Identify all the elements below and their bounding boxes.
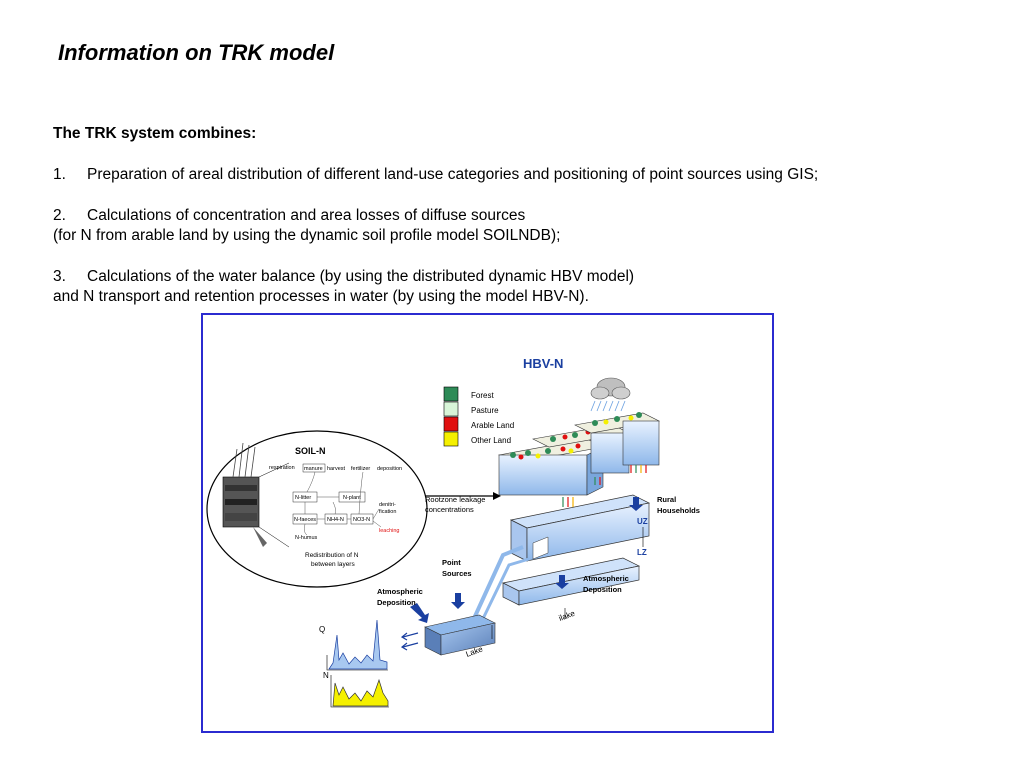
rootzone-label-2: concentrations	[425, 505, 474, 514]
outflow-arrows	[400, 632, 419, 651]
soil-n-humus: N-humus	[295, 535, 318, 541]
rural-label-2: Households	[657, 506, 700, 515]
uz-label: UZ	[637, 517, 648, 526]
soil-fertilizer: fertilizer	[351, 466, 370, 472]
soil-n-plant: N-plant	[343, 495, 361, 501]
atmospheric-label-2: Deposition	[377, 598, 416, 607]
legend-swatch-pasture	[443, 401, 459, 417]
soil-deposition: deposition	[377, 466, 402, 472]
point-sources-label-1: Point	[442, 558, 461, 567]
intro-text: The TRK system combines:	[53, 125, 257, 142]
list-number: 3.	[53, 268, 66, 285]
soil-no3: NO3-N	[353, 517, 370, 523]
hydrograph-n: N	[323, 671, 389, 708]
legend-label-arable: Arable Land	[471, 421, 514, 430]
legend-label-other: Other Land	[471, 436, 511, 445]
soil-n-panel: SOIL-N respiration manure harvest	[206, 430, 428, 588]
lake-box: Lake	[424, 614, 496, 659]
land-block	[574, 412, 660, 466]
river-channels	[469, 545, 530, 628]
rural-label-1: Rural	[657, 495, 676, 504]
atmospheric-right-label-2: Deposition	[583, 585, 622, 594]
hydrograph-q: Q	[319, 619, 388, 671]
list-continuation: and N transport and retention processes …	[53, 288, 589, 305]
deposition-arrows	[410, 497, 643, 623]
list-text: Calculations of concentration and area l…	[87, 207, 526, 224]
list-continuation: (for N from arable land by using the dyn…	[53, 227, 561, 244]
land-blocks	[498, 412, 660, 507]
list-item-1: 1. Preparation of areal distribution of d…	[53, 165, 818, 185]
list-text: Calculations of the water balance (by us…	[87, 268, 635, 285]
n-label: N	[323, 671, 329, 680]
land-block	[498, 438, 604, 496]
atmospheric-right-label-1: Atmospheric	[583, 574, 629, 583]
legend-swatch-arable	[443, 416, 459, 432]
soil-harvest: harvest	[327, 466, 346, 472]
rootzone-arrowhead	[493, 492, 501, 500]
soil-respiration: respiration	[269, 465, 295, 471]
land-block	[532, 424, 630, 474]
legend-swatch-forest	[443, 386, 459, 402]
hbv-n-figure: HBV-N Forest Pasture Arable Land Other L…	[201, 313, 774, 733]
atmospheric-label-1: Atmospheric	[377, 587, 423, 596]
soil-redistribution-2: between layers	[311, 561, 355, 568]
list-item-3: 3. Calculations of the water balance (by …	[53, 267, 634, 307]
rootzone-label-1: Rootzone leakage	[425, 495, 485, 504]
rain-cloud-icon	[590, 377, 631, 412]
lz-label: LZ	[637, 548, 647, 557]
soil-n-title: SOIL-N	[295, 446, 326, 456]
groundwater-zones: UZ LZ	[501, 494, 651, 606]
legend-label-pasture: Pasture	[471, 406, 499, 415]
soil-denitrification-1: denitri-	[379, 502, 396, 508]
page-title: Information on TRK model	[58, 40, 335, 65]
soil-column-icon	[222, 442, 267, 547]
point-sources-label-2: Sources	[442, 569, 472, 578]
soil-manure: manure	[304, 466, 323, 472]
legend: Forest Pasture Arable Land Other Land	[443, 386, 514, 447]
soil-nh4: NH4-N	[327, 517, 344, 523]
hbv-n-diagram: HBV-N Forest Pasture Arable Land Other L…	[206, 356, 700, 708]
soil-denitrification-2: fication	[379, 509, 396, 515]
soil-n-litter: N-litter	[295, 495, 311, 501]
q-label: Q	[319, 625, 325, 634]
list-number: 2.	[53, 207, 66, 224]
legend-label-forest: Forest	[471, 391, 494, 400]
list-text: Preparation of areal distribution of dif…	[87, 166, 819, 183]
list-item-2: 2. Calculations of concentration and area…	[53, 206, 560, 246]
legend-swatch-other	[443, 431, 459, 447]
soil-n-faeces: N-faeces	[294, 517, 316, 523]
figure-title: HBV-N	[523, 356, 563, 371]
list-number: 1.	[53, 166, 66, 183]
ilake-label: ilake	[558, 609, 577, 623]
soil-leaching: leaching	[379, 528, 400, 534]
soil-redistribution-1: Redistribution of N	[305, 552, 359, 559]
